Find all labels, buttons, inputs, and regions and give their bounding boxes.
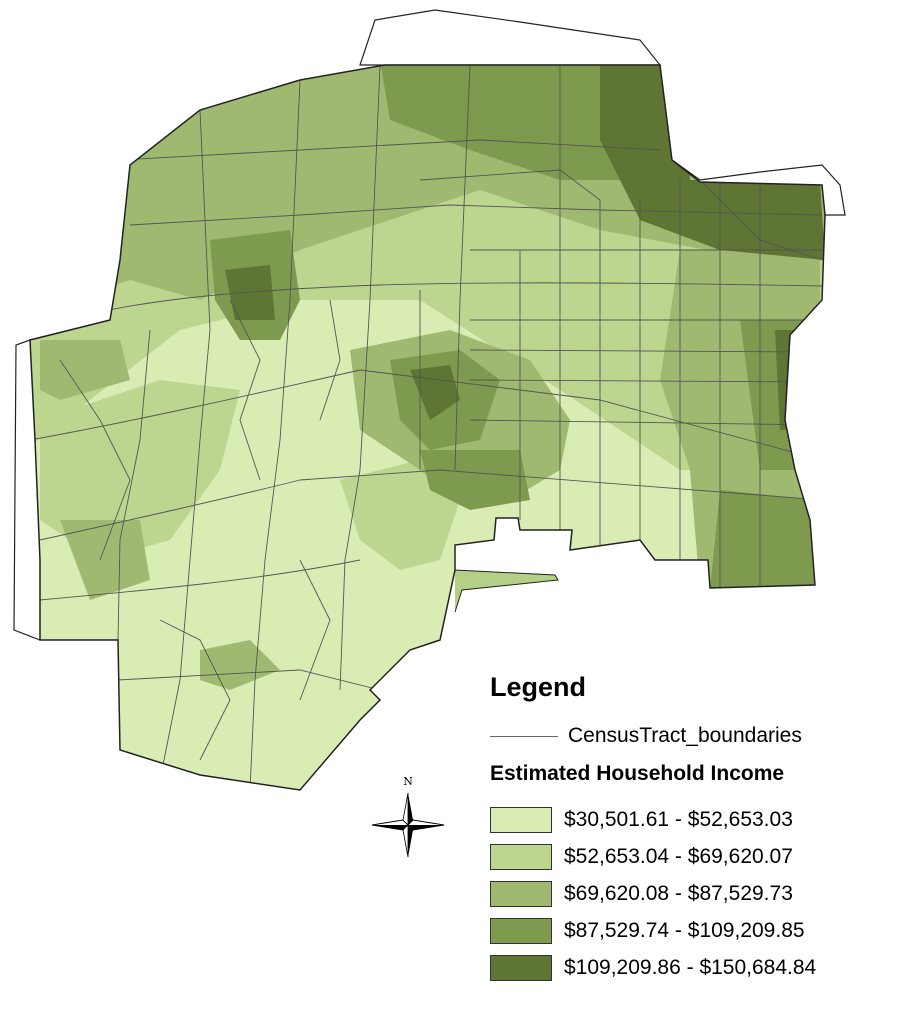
legend: Legend CensusTract_boundaries Estimated …: [490, 672, 895, 986]
legend-title: Legend: [490, 672, 587, 702]
legend-class-row: $52,653.04 - $69,620.07: [490, 838, 895, 875]
class-swatch: [490, 806, 552, 833]
legend-class-row: $109,209.86 - $150,684.84: [490, 949, 895, 986]
legend-boundary-row: CensusTract_boundaries: [490, 722, 895, 750]
legend-class-row: $69,620.08 - $87,529.73: [490, 875, 895, 912]
census-tract-boundaries: [30, 65, 823, 790]
class-label: $109,209.86 - $150,684.84: [564, 955, 817, 979]
class-swatch: [490, 843, 552, 870]
north-arrow: N: [371, 775, 445, 858]
class-label: $30,501.61 - $52,653.03: [564, 807, 793, 831]
boundary-label: CensusTract_boundaries: [568, 724, 802, 747]
class-label: $69,620.08 - $87,529.73: [564, 881, 793, 905]
legend-class-row: $30,501.61 - $52,653.03: [490, 801, 895, 838]
class-swatch: [490, 954, 552, 981]
class-label: $87,529.74 - $109,209.85: [564, 918, 805, 942]
class-swatch: [490, 917, 552, 944]
layer-title: Estimated Household Income: [490, 762, 785, 785]
north-label: N: [403, 775, 413, 788]
legend-class-row: $87,529.74 - $109,209.85: [490, 912, 895, 949]
class-swatch: [490, 880, 552, 907]
class-label: $52,653.04 - $69,620.07: [564, 844, 793, 868]
boundary-line-swatch: [490, 735, 558, 737]
